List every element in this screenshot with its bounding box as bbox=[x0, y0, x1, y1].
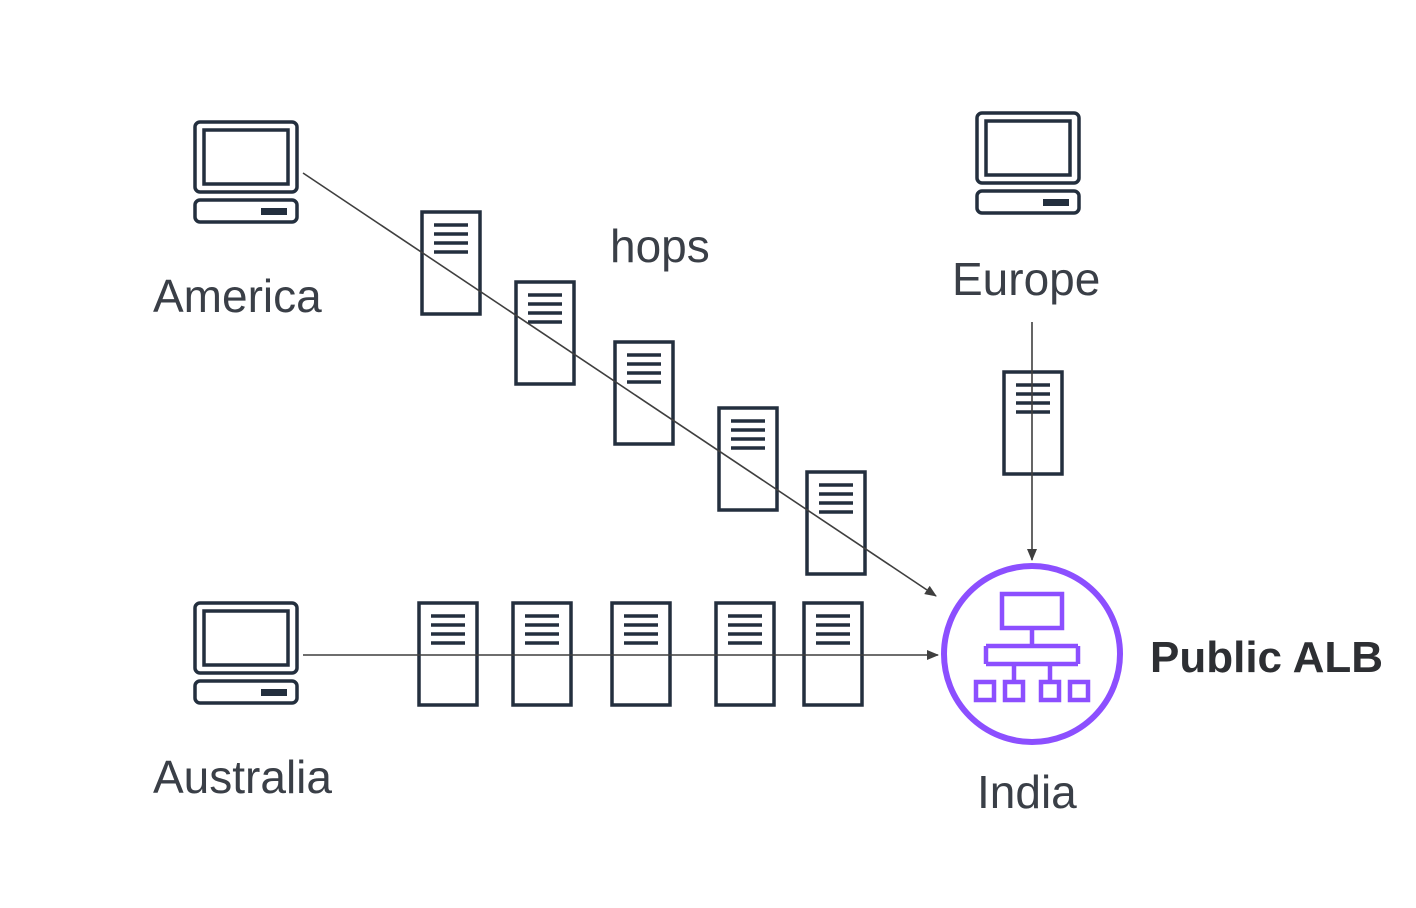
europe-computer-icon bbox=[975, 111, 1081, 215]
server-icon bbox=[417, 601, 479, 707]
server-icon bbox=[805, 470, 867, 576]
australia-computer-icon bbox=[193, 601, 299, 705]
europe-label: Europe bbox=[952, 253, 1100, 305]
hops-label: hops bbox=[610, 220, 710, 272]
server-icon bbox=[717, 406, 779, 512]
server-icon bbox=[714, 601, 776, 707]
server-icon bbox=[420, 210, 482, 316]
server-icon bbox=[1002, 370, 1064, 476]
server-icon bbox=[514, 280, 576, 386]
server-icon bbox=[610, 601, 672, 707]
public-alb-label: Public ALB bbox=[1150, 633, 1383, 682]
server-icon bbox=[613, 340, 675, 446]
america-label: America bbox=[153, 270, 322, 322]
america-to-india-connector bbox=[302, 172, 937, 597]
america-computer-icon bbox=[193, 120, 299, 224]
application-load-balancer-icon bbox=[941, 563, 1123, 745]
server-icon bbox=[511, 601, 573, 707]
india-label: India bbox=[977, 766, 1077, 818]
australia-label: Australia bbox=[153, 751, 332, 803]
server-icon bbox=[802, 601, 864, 707]
